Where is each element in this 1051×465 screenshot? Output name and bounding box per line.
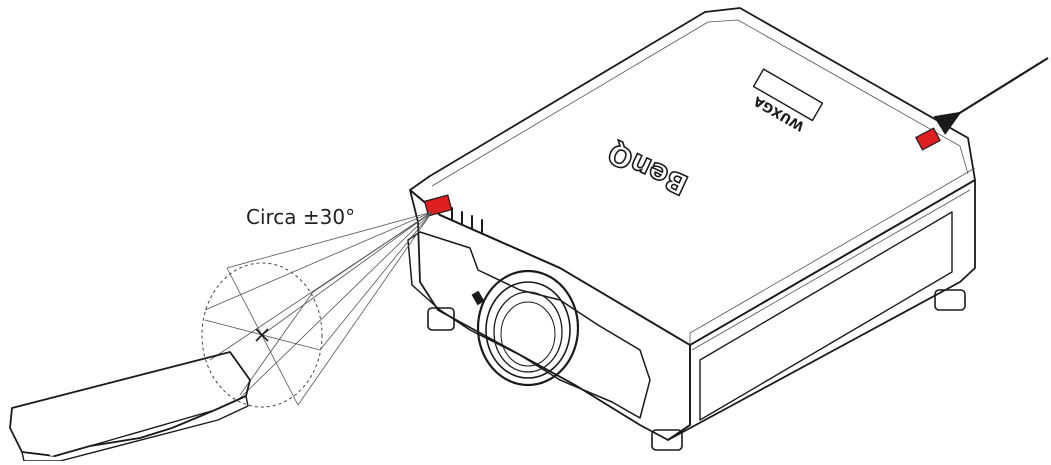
resolution-badge: WUXGA (751, 68, 824, 133)
front-vent (407, 231, 651, 419)
brand-mark: BenQ (603, 136, 693, 201)
side-vent (699, 211, 953, 421)
projector-icon: BenQ WUXGA (407, 7, 976, 451)
projector-feet (427, 289, 966, 451)
remote-dpad (134, 382, 170, 410)
remote-buttons (39, 364, 233, 440)
pointer-arrow-icon (933, 57, 1049, 135)
brand-logo: BenQ (602, 135, 694, 202)
ir-receiver-front-icon (423, 194, 453, 217)
ir-receiver-top-icon (915, 127, 941, 151)
lens (471, 269, 580, 387)
front-slots (451, 207, 483, 233)
remote-control-icon (9, 351, 251, 462)
reception-cone-icon (201, 211, 433, 408)
reception-angle-label: Circa ±30° (246, 205, 356, 229)
